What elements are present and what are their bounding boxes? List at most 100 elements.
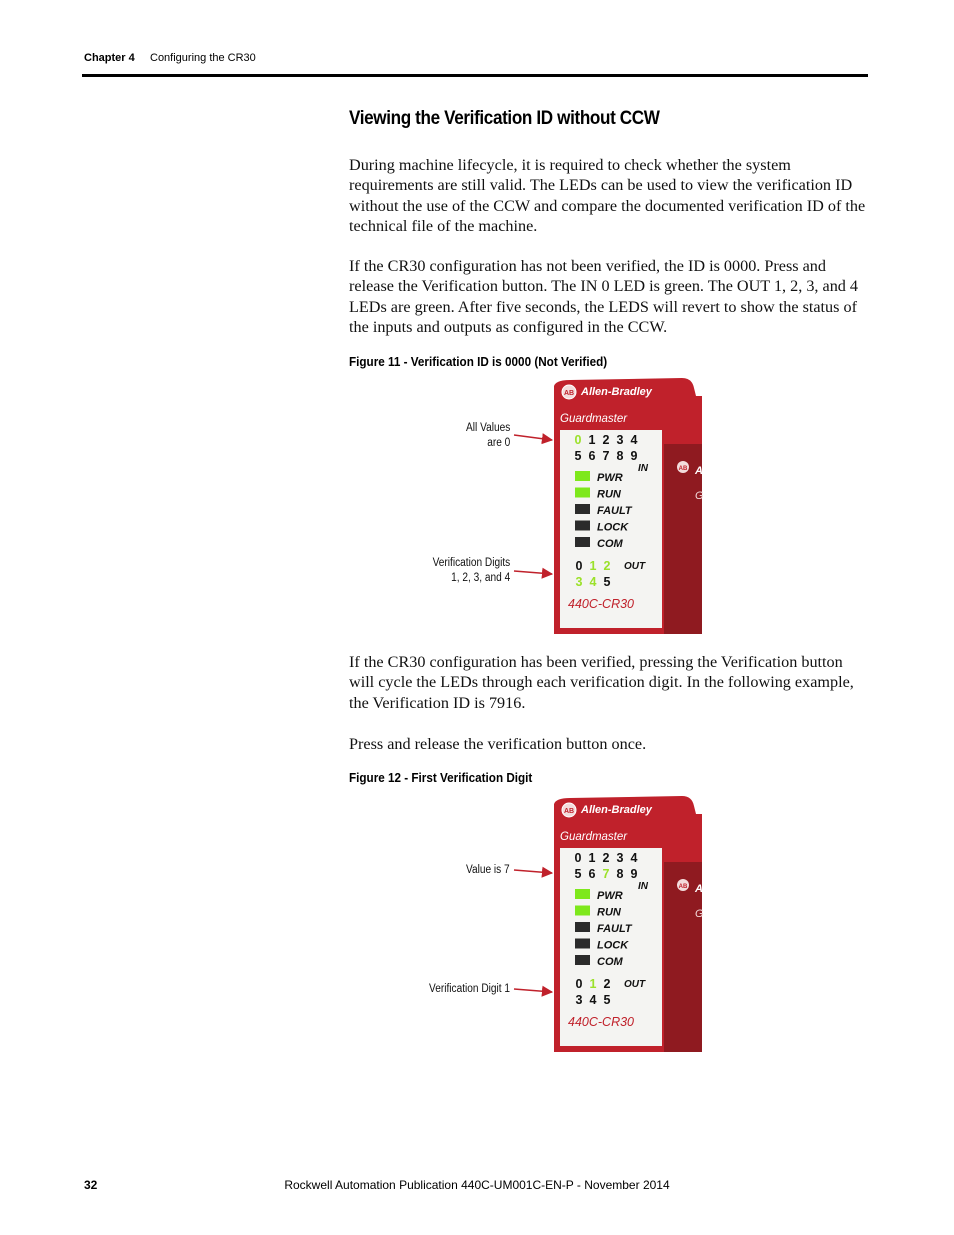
header-rule xyxy=(82,74,868,77)
chapter-label: Chapter 4 xyxy=(84,52,135,64)
in-digit: 1 xyxy=(589,851,596,865)
brand-label: Allen-Bradley xyxy=(580,804,653,816)
status-led xyxy=(575,955,590,965)
in-digit: 7 xyxy=(603,449,610,463)
figure-11-callout-top: All Values are 0 xyxy=(466,421,510,451)
in-digit: 8 xyxy=(617,449,624,463)
status-led xyxy=(575,537,590,547)
figure-11: All Values are 0 Verification Digits 1, … xyxy=(420,378,710,634)
figure-11-callout-bottom: Verification Digits 1, 2, 3, and 4 xyxy=(432,556,510,586)
out-label: OUT xyxy=(624,561,646,572)
in-digit: 7 xyxy=(603,867,610,881)
in-digit: 9 xyxy=(631,867,638,881)
status-led-label: PWR xyxy=(597,472,623,484)
paragraph-4: Press and release the verification butto… xyxy=(349,735,647,753)
callout-text: Verification Digit 1 xyxy=(428,983,510,995)
status-led-label: COM xyxy=(597,956,624,968)
status-led xyxy=(575,922,590,932)
status-led xyxy=(575,504,590,514)
callout-text: Verification Digits xyxy=(432,557,510,569)
in-digit: 4 xyxy=(631,433,638,447)
figure-11-caption: Figure 11 - Verification ID is 0000 (Not… xyxy=(349,354,608,369)
status-led xyxy=(575,520,590,531)
side-letter: G xyxy=(695,490,704,502)
ab-logo-badge: AB xyxy=(679,466,688,472)
in-digit: 6 xyxy=(589,867,596,881)
in-digit: 5 xyxy=(575,449,582,463)
in-label: IN xyxy=(638,463,649,474)
out-digit: 3 xyxy=(576,575,583,589)
product-line-label: Guardmaster xyxy=(560,413,628,425)
status-led xyxy=(575,938,590,949)
out-digit: 0 xyxy=(576,559,583,573)
ab-logo-badge: AB xyxy=(564,390,574,397)
ab-logo-badge: AB xyxy=(564,808,574,815)
side-letter: A xyxy=(694,883,703,895)
model-label: 440C-CR30 xyxy=(568,1015,634,1029)
figure-12-caption: Figure 12 - First Verification Digit xyxy=(349,770,533,785)
in-digit: 3 xyxy=(617,433,624,447)
publication-footer: Rockwell Automation Publication 440C-UM0… xyxy=(284,1178,670,1192)
out-label: OUT xyxy=(624,979,646,990)
in-digit: 9 xyxy=(631,449,638,463)
status-led xyxy=(575,487,590,498)
ab-logo-icon xyxy=(677,461,689,473)
callout-arrow xyxy=(513,433,554,445)
model-label: 440C-CR30 xyxy=(568,597,634,611)
figure-12: Value is 7 Verification Digit 1 AB Allen-… xyxy=(420,796,710,1052)
out-digit: 4 xyxy=(590,575,597,589)
in-digit: 4 xyxy=(631,851,638,865)
out-digit: 5 xyxy=(604,993,611,1007)
in-digit: 2 xyxy=(603,433,610,447)
in-digit: 6 xyxy=(589,449,596,463)
callout-text: All Values xyxy=(465,422,510,434)
in-digit: 5 xyxy=(575,867,582,881)
side-letter: G xyxy=(695,908,704,920)
ab-logo-icon xyxy=(561,384,577,400)
out-digit: 2 xyxy=(604,977,611,991)
chapter-title: Configuring the CR30 xyxy=(150,52,256,64)
status-led-label: FAULT xyxy=(597,505,633,517)
status-led-label: PWR xyxy=(597,890,623,902)
out-digit: 0 xyxy=(576,977,583,991)
callout-text: 1, 2, 3, and 4 xyxy=(450,572,510,584)
status-led-label: LOCK xyxy=(597,940,629,952)
paragraph-2: If the CR30 configuration has not been v… xyxy=(349,257,859,337)
page-number: 32 xyxy=(84,1178,98,1192)
callout-arrow xyxy=(513,866,554,878)
out-digit: 5 xyxy=(604,575,611,589)
in-digit: 0 xyxy=(575,851,582,865)
callout-text: Value is 7 xyxy=(466,864,510,876)
side-letter: A xyxy=(694,465,703,477)
paragraph-1: During machine lifecycle, it is required… xyxy=(349,156,866,236)
adjacent-module xyxy=(664,444,702,634)
running-header: Chapter 4 Configuring the CR30 xyxy=(84,52,256,64)
in-digit: 3 xyxy=(617,851,624,865)
brand-label: Allen-Bradley xyxy=(580,386,653,398)
in-digit: 0 xyxy=(575,433,582,447)
ab-logo-badge: AB xyxy=(679,884,688,890)
status-led-label: COM xyxy=(597,538,624,550)
status-led-label: FAULT xyxy=(597,923,633,935)
out-digit: 1 xyxy=(590,977,597,991)
figure-12-callout-bottom: Verification Digit 1 xyxy=(429,982,510,997)
in-digit: 8 xyxy=(617,867,624,881)
status-led-label: RUN xyxy=(597,907,622,919)
ab-logo-icon xyxy=(677,879,689,891)
out-digit: 4 xyxy=(590,993,597,1007)
callout-text: are 0 xyxy=(486,437,510,449)
in-label: IN xyxy=(638,881,649,892)
product-line-label: Guardmaster xyxy=(560,831,628,843)
status-led xyxy=(575,905,590,916)
out-digit: 3 xyxy=(576,993,583,1007)
in-digit: 1 xyxy=(589,433,596,447)
status-led-label: RUN xyxy=(597,489,622,501)
out-digit: 2 xyxy=(604,559,611,573)
section-heading: Viewing the Verification ID without CCW xyxy=(349,108,660,129)
in-digit: 2 xyxy=(603,851,610,865)
callout-arrow xyxy=(513,985,554,997)
